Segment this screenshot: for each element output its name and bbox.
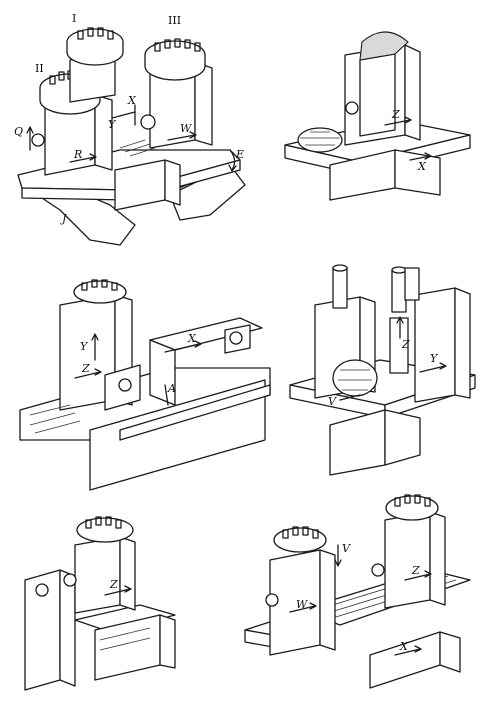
label-axis-w: W [180,122,193,135]
label-axis-z: Z [109,578,118,591]
label-axis-v: V [328,395,337,408]
label-axis-e: E [235,148,244,161]
label-turret-3: III [168,14,181,27]
label-axis-q: Q [14,125,23,138]
panel-e-turret-machine: Z [24,516,176,691]
label-turret-1: I [72,12,76,25]
label-j: J [60,212,67,225]
label-turret-2: II [35,62,44,75]
label-axis-x: X [399,640,409,653]
label-axis-x: X [417,160,427,173]
label-axis-z: Z [401,338,410,351]
label-axis-a: A [167,382,176,395]
label-axis-y: Y [108,118,117,131]
label-axis-r: R [73,148,82,161]
panel-c-column-bed-machine: Y Z X A [19,279,271,491]
label-axis-w: W [296,598,309,611]
panel-a-multi-turret-machine: I II III Q R W X Y E J [14,12,246,246]
label-axis-z: Z [391,108,400,121]
label-axis-z: Z [81,362,90,375]
label-axis-z: Z [411,564,420,577]
panel-d-twin-column-machine: Z V Y [289,264,476,476]
label-axis-x: X [127,94,137,107]
label-axis-x: X [187,332,197,345]
panel-f-twin-turret-bed-machine: V W Z X [244,494,471,689]
panel-b-single-turret-machine: Z X [284,31,471,201]
label-axis-y: Y [80,340,89,353]
label-axis-v: V [342,542,351,555]
label-axis-y: Y [430,352,439,365]
